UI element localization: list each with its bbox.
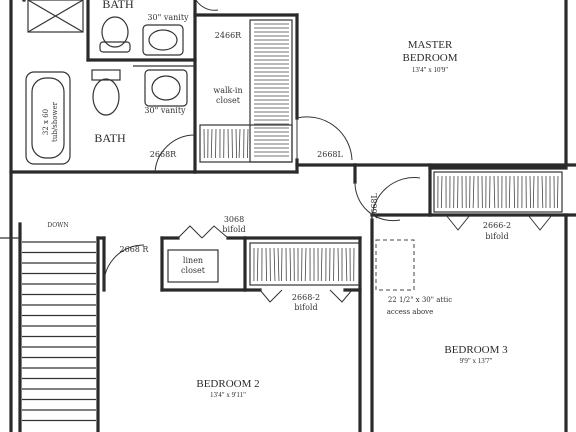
closet-shelf-line [321, 248, 322, 281]
bedroom2-label: BEDROOM 2 [196, 378, 259, 390]
closet-shelf-line [509, 176, 510, 208]
vanity-label: 30" vanity [147, 13, 189, 22]
closet-shelf-line [236, 129, 237, 158]
door-code: 2668R [150, 150, 177, 159]
bedroom3-label: BEDROOM 3 [444, 344, 508, 356]
door-code: 2466R [215, 31, 242, 40]
closet-shelf-line [211, 129, 212, 158]
door-code: 3068 [224, 215, 244, 224]
closet-shelf-line [278, 248, 279, 281]
vanity-label: 30" vanity [144, 106, 186, 115]
closet-shelf-line [338, 248, 339, 281]
closet-shelf-line [542, 176, 543, 208]
door-code: 2668 R [120, 245, 150, 254]
bath-top-label: BATH [102, 0, 134, 11]
tub-size-label: 32 x 60 [42, 109, 50, 135]
door-code: bifold [485, 232, 508, 241]
closet-shelf-line [473, 176, 474, 208]
master-bedroom-label: BEDROOM [402, 52, 457, 64]
tub-type-label: tub/shower [51, 101, 59, 142]
stair-down-label: DOWN [47, 222, 68, 229]
door-code: 2668L [370, 192, 379, 218]
attic-access-hatch [376, 240, 414, 290]
stairs [0, 238, 96, 421]
closet-shelf-line [247, 129, 248, 158]
attic-label: 22 1/2" x 30" attic [388, 296, 452, 304]
closet-shelf-line [494, 176, 495, 208]
closet-shelf-line [557, 176, 558, 208]
walkin-closet-label: walk-in [213, 86, 242, 95]
master-bedroom-label: MASTER [408, 39, 453, 51]
bedroom2-size: 13'4" x 9'11" [210, 391, 246, 399]
closet-shelf-line [514, 176, 515, 208]
closet-shelf-line [239, 129, 240, 158]
door-code: 2666-2 [483, 221, 511, 230]
closet-shelf-line [281, 248, 282, 281]
walkin-closet-label: closet [216, 96, 241, 105]
door-code: bifold [294, 303, 317, 312]
linen-closet-label: linen [183, 256, 203, 265]
closet-shelf-line [257, 248, 258, 281]
closet-shelf-line [441, 176, 442, 208]
closet-shelf-line [274, 248, 275, 281]
bath-main-label: BATH [94, 131, 126, 145]
closet-shelf-line [346, 248, 347, 281]
linen-closet-label: closet [181, 266, 206, 275]
door-code: bifold [222, 225, 245, 234]
door-code: 2668L [317, 150, 343, 159]
master-bedroom-size: 13'4" x 10'9" [412, 66, 448, 74]
walls [11, 0, 576, 432]
closet-shelf-line [266, 248, 267, 281]
toilet-icon [93, 79, 119, 115]
closet-shelf-line [290, 248, 291, 281]
closet-shelf-line [533, 176, 534, 208]
closet-shelf-line [305, 248, 306, 281]
closet-shelf-line [530, 176, 531, 208]
door-code: 2668-2 [292, 293, 320, 302]
bedroom3-size: 9'9" x 13'7" [460, 357, 493, 365]
attic-label: access above [387, 308, 434, 316]
